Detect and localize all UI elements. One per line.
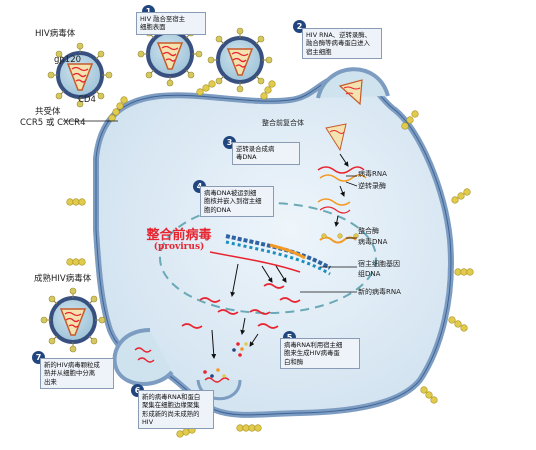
step-2-line-1: HIV RNA、逆转录酶、 [306, 31, 372, 39]
step-1-box: HIV 融合至宿主 细胞表面 [136, 12, 206, 35]
provirus-title: 整合前病毒 [146, 228, 212, 243]
viral-proteins [203, 342, 248, 378]
step-1-line-1: HIV 融合至宿主 [140, 15, 186, 23]
step-7-box: 新的HIV病毒颗粒成 熟并从细胞中分离 出来 [40, 358, 114, 389]
hiv-virion-fusing [206, 26, 274, 94]
host-dna [209, 234, 332, 276]
label-preintegration-complex: 整合前复合体 [262, 119, 304, 127]
label-coreceptor: 共受体 [35, 107, 61, 117]
step-2-box: HIV RNA、逆转录酶、 融合酶等病毒蛋白进入 宿主细胞 [302, 28, 382, 59]
label-new-viral-rna: 新的病毒RNA [358, 288, 401, 296]
step-6-line-2: 聚集在细胞边缘聚集 [142, 401, 200, 410]
hiv-virion-mature [39, 286, 107, 354]
reverse-transcription [317, 123, 367, 244]
transcription-arrows [211, 263, 287, 359]
label-integrase: 整合酶 [358, 227, 379, 235]
step-4-line-3: 胞的DNA [204, 205, 231, 214]
label-reverse-transcriptase: 逆转录酶 [358, 182, 386, 190]
step-3-line-1: 逆转录合成病 [236, 145, 275, 153]
label-cd4: CD4 [78, 95, 96, 105]
step-5-line-1: 病毒RNA利用宿主细 [284, 341, 343, 349]
step-4-line-2: 胞核并嵌入到宿主细 [204, 197, 262, 206]
step-6-box: 新的病毒RNA和蛋白 聚集在细胞边缘聚集 形成新的尚未成熟的 HIV [138, 390, 214, 430]
step-1-line-2: 细胞表面 [140, 23, 166, 32]
step-2-line-2: 融合酶等病毒蛋白进入 [306, 39, 370, 48]
label-gp120: gp120 [54, 55, 82, 65]
label-host-dna-1: 宿主细胞基因 [358, 260, 400, 268]
step-3-line-2: 毒DNA [236, 153, 257, 162]
step-7-line-3: 出来 [44, 377, 57, 386]
step-6-line-1: 新的病毒RNA和蛋白 [142, 393, 201, 401]
label-coreceptor-types: CCR5 或 CXCR4 [20, 118, 86, 128]
step-2-line-3: 宿主细胞 [306, 47, 332, 56]
step-5-line-2: 胞来生成HIV病毒蛋 [284, 349, 340, 358]
label-hiv-virus: HIV病毒体 [35, 29, 76, 39]
entering-capsid [338, 79, 363, 106]
step-7-line-1: 新的HIV病毒颗粒成 [44, 361, 100, 369]
step-4-line-1: 病毒DNA被运到细 [204, 189, 257, 197]
step-5-box: 病毒RNA利用宿主细 胞来生成HIV病毒蛋 白和酶 [280, 338, 360, 369]
label-viral-rna: 病毒RNA [358, 170, 387, 178]
provirus-subtitle: (provirus) [153, 242, 205, 252]
step-6-line-4: HIV [142, 417, 154, 426]
step-7-line-2: 熟并从细胞中分离 [44, 369, 96, 378]
label-mature-hiv: 成熟HIV病毒体 [34, 274, 92, 284]
new-viral-rna-strands [181, 283, 301, 329]
label-viral-dna: 病毒DNA [358, 238, 388, 246]
step-6-line-3: 形成新的尚未成熟的 [142, 409, 200, 418]
label-host-dna-2: 组DNA [358, 270, 381, 278]
step-5-line-3: 白和酶 [284, 357, 304, 366]
step-4-box: 病毒DNA被运到细 胞核并嵌入到宿主细 胞的DNA [200, 186, 274, 217]
step-3-box: 逆转录合成病 毒DNA [232, 142, 300, 165]
